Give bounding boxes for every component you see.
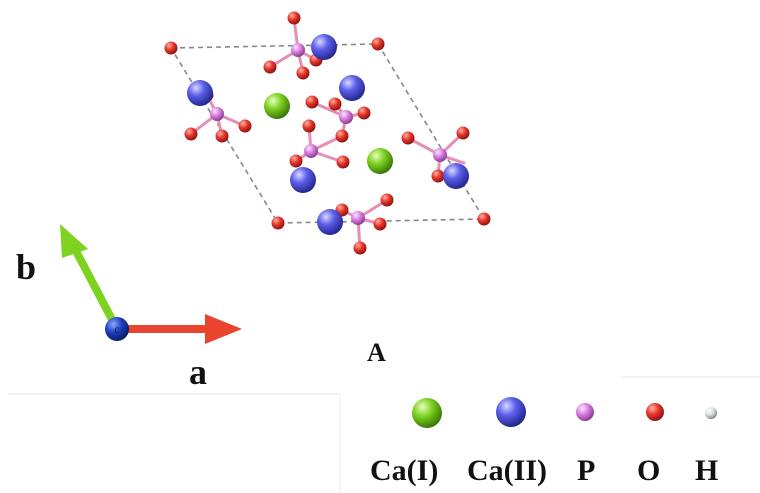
- calcium-i-atom: [264, 93, 290, 119]
- legend-label-o: O: [637, 454, 660, 487]
- ca1-sphere-icon: [412, 398, 442, 428]
- o-sphere-icon: [646, 403, 664, 421]
- oxygen-atom: [336, 155, 350, 169]
- legend-label-ca1: Ca(I): [370, 454, 438, 487]
- oxygen-atom: [238, 119, 252, 133]
- oxygen-atom: [477, 212, 491, 226]
- oxygen-atom: [373, 217, 387, 231]
- calcium-i-atom: [367, 148, 393, 174]
- oxygen-atom: [335, 129, 349, 143]
- phosphorus-atom: [339, 110, 353, 124]
- axis-origin: [105, 317, 129, 341]
- oxygen-atom: [305, 95, 319, 109]
- oxygen-atom: [215, 129, 229, 143]
- oxygen-atom: [353, 241, 367, 255]
- oxygen-atom: [380, 193, 394, 207]
- origin-c-label: c: [114, 322, 119, 336]
- oxygen-atom: [287, 11, 301, 25]
- phosphorus-atom: [210, 107, 224, 121]
- unit-cell-outline: [169, 43, 486, 224]
- phosphorus-atom: [433, 148, 447, 162]
- calcium-ii-atom: [317, 209, 343, 235]
- calcium-ii-atom: [311, 34, 337, 60]
- oxygen-atom: [289, 154, 303, 168]
- legend-label-p: P: [577, 454, 595, 487]
- calcium-ii-atom: [290, 167, 316, 193]
- oxygen-atom: [263, 60, 277, 74]
- oxygen-atom: [456, 126, 470, 140]
- phosphorus-atom: [351, 211, 365, 225]
- oxygen-atom: [357, 106, 371, 120]
- oxygen-atom: [164, 41, 178, 55]
- calcium-ii-atom: [443, 163, 469, 189]
- legend-label-h: H: [695, 454, 718, 487]
- oxygen-atom: [431, 169, 445, 183]
- phosphorus-atom: [291, 43, 305, 57]
- legend-label-ca2: Ca(II): [467, 454, 547, 487]
- oxygen-atom: [271, 216, 285, 230]
- oxygen-atom: [296, 66, 310, 80]
- b-axis-label: b: [16, 247, 36, 287]
- phosphorus-atom: [304, 144, 318, 158]
- a-axis-arrowhead: [205, 314, 242, 344]
- panel-label: A: [367, 338, 386, 367]
- oxygen-atom: [401, 131, 415, 145]
- h-sphere-icon: [705, 407, 717, 419]
- a-axis-label: a: [189, 352, 207, 392]
- b-axis-arrowhead: [60, 224, 88, 258]
- calcium-ii-atom: [339, 75, 365, 101]
- ca2-sphere-icon: [496, 397, 526, 427]
- p-sphere-icon: [576, 403, 594, 421]
- legend: Ca(I) Ca(II) P O H: [370, 397, 718, 487]
- atoms: [164, 11, 491, 255]
- oxygen-atom: [371, 37, 385, 51]
- calcium-ii-atom: [187, 80, 213, 106]
- b-axis-arrow: [72, 247, 121, 333]
- oxygen-atom: [184, 127, 198, 141]
- oxygen-atom: [302, 119, 316, 133]
- oxygen-atom: [328, 97, 342, 111]
